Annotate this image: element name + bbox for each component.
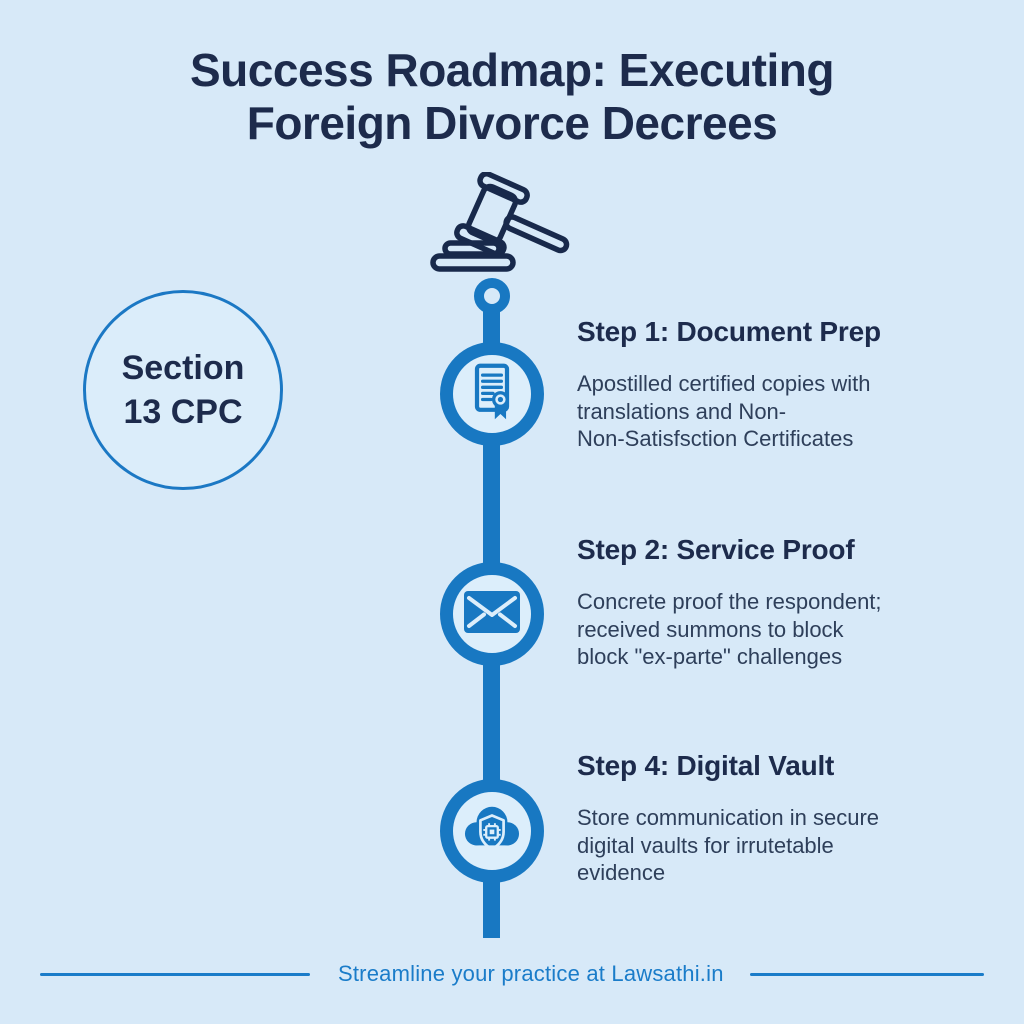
footer: Streamline your practice at Lawsathi.in <box>40 960 984 988</box>
section-13-cpc-badge: Section 13 CPC <box>83 290 283 490</box>
footer-divider-right <box>749 972 984 976</box>
step-1-marker <box>440 342 544 446</box>
step-2-block: Step 2: Service Proof Concrete proof the… <box>577 534 987 671</box>
footer-tagline: Streamline your practice at Lawsathi.in <box>338 961 724 986</box>
envelope-icon <box>464 590 520 638</box>
step-1-block: Step 1: Document Prep Apostilled certifi… <box>577 316 987 453</box>
step-4-block: Step 4: Digital Vault Store communicatio… <box>577 750 987 887</box>
certificate-icon <box>462 361 522 428</box>
step-2-description: Concrete proof the respondent; received … <box>577 589 882 669</box>
step-2-marker <box>440 562 544 666</box>
step-2-heading: Step 2: Service Proof <box>577 534 855 565</box>
footer-divider-left <box>40 972 310 976</box>
timeline-start-ring <box>474 278 510 314</box>
gavel-icon <box>415 171 575 277</box>
step-1-heading: Step 1: Document Prep <box>577 316 881 347</box>
page-title: Success Roadmap: Executing Foreign Divor… <box>190 44 834 150</box>
step-4-marker <box>440 779 544 883</box>
step-4-heading: Step 4: Digital Vault <box>577 750 835 781</box>
secure-cloud-icon <box>457 801 527 862</box>
step-4-description: Store communication in secure digital va… <box>577 805 880 885</box>
step-1-description: Apostilled certified copies with transla… <box>577 371 871 451</box>
section-13-cpc-label: Section 13 CPC <box>121 348 245 431</box>
